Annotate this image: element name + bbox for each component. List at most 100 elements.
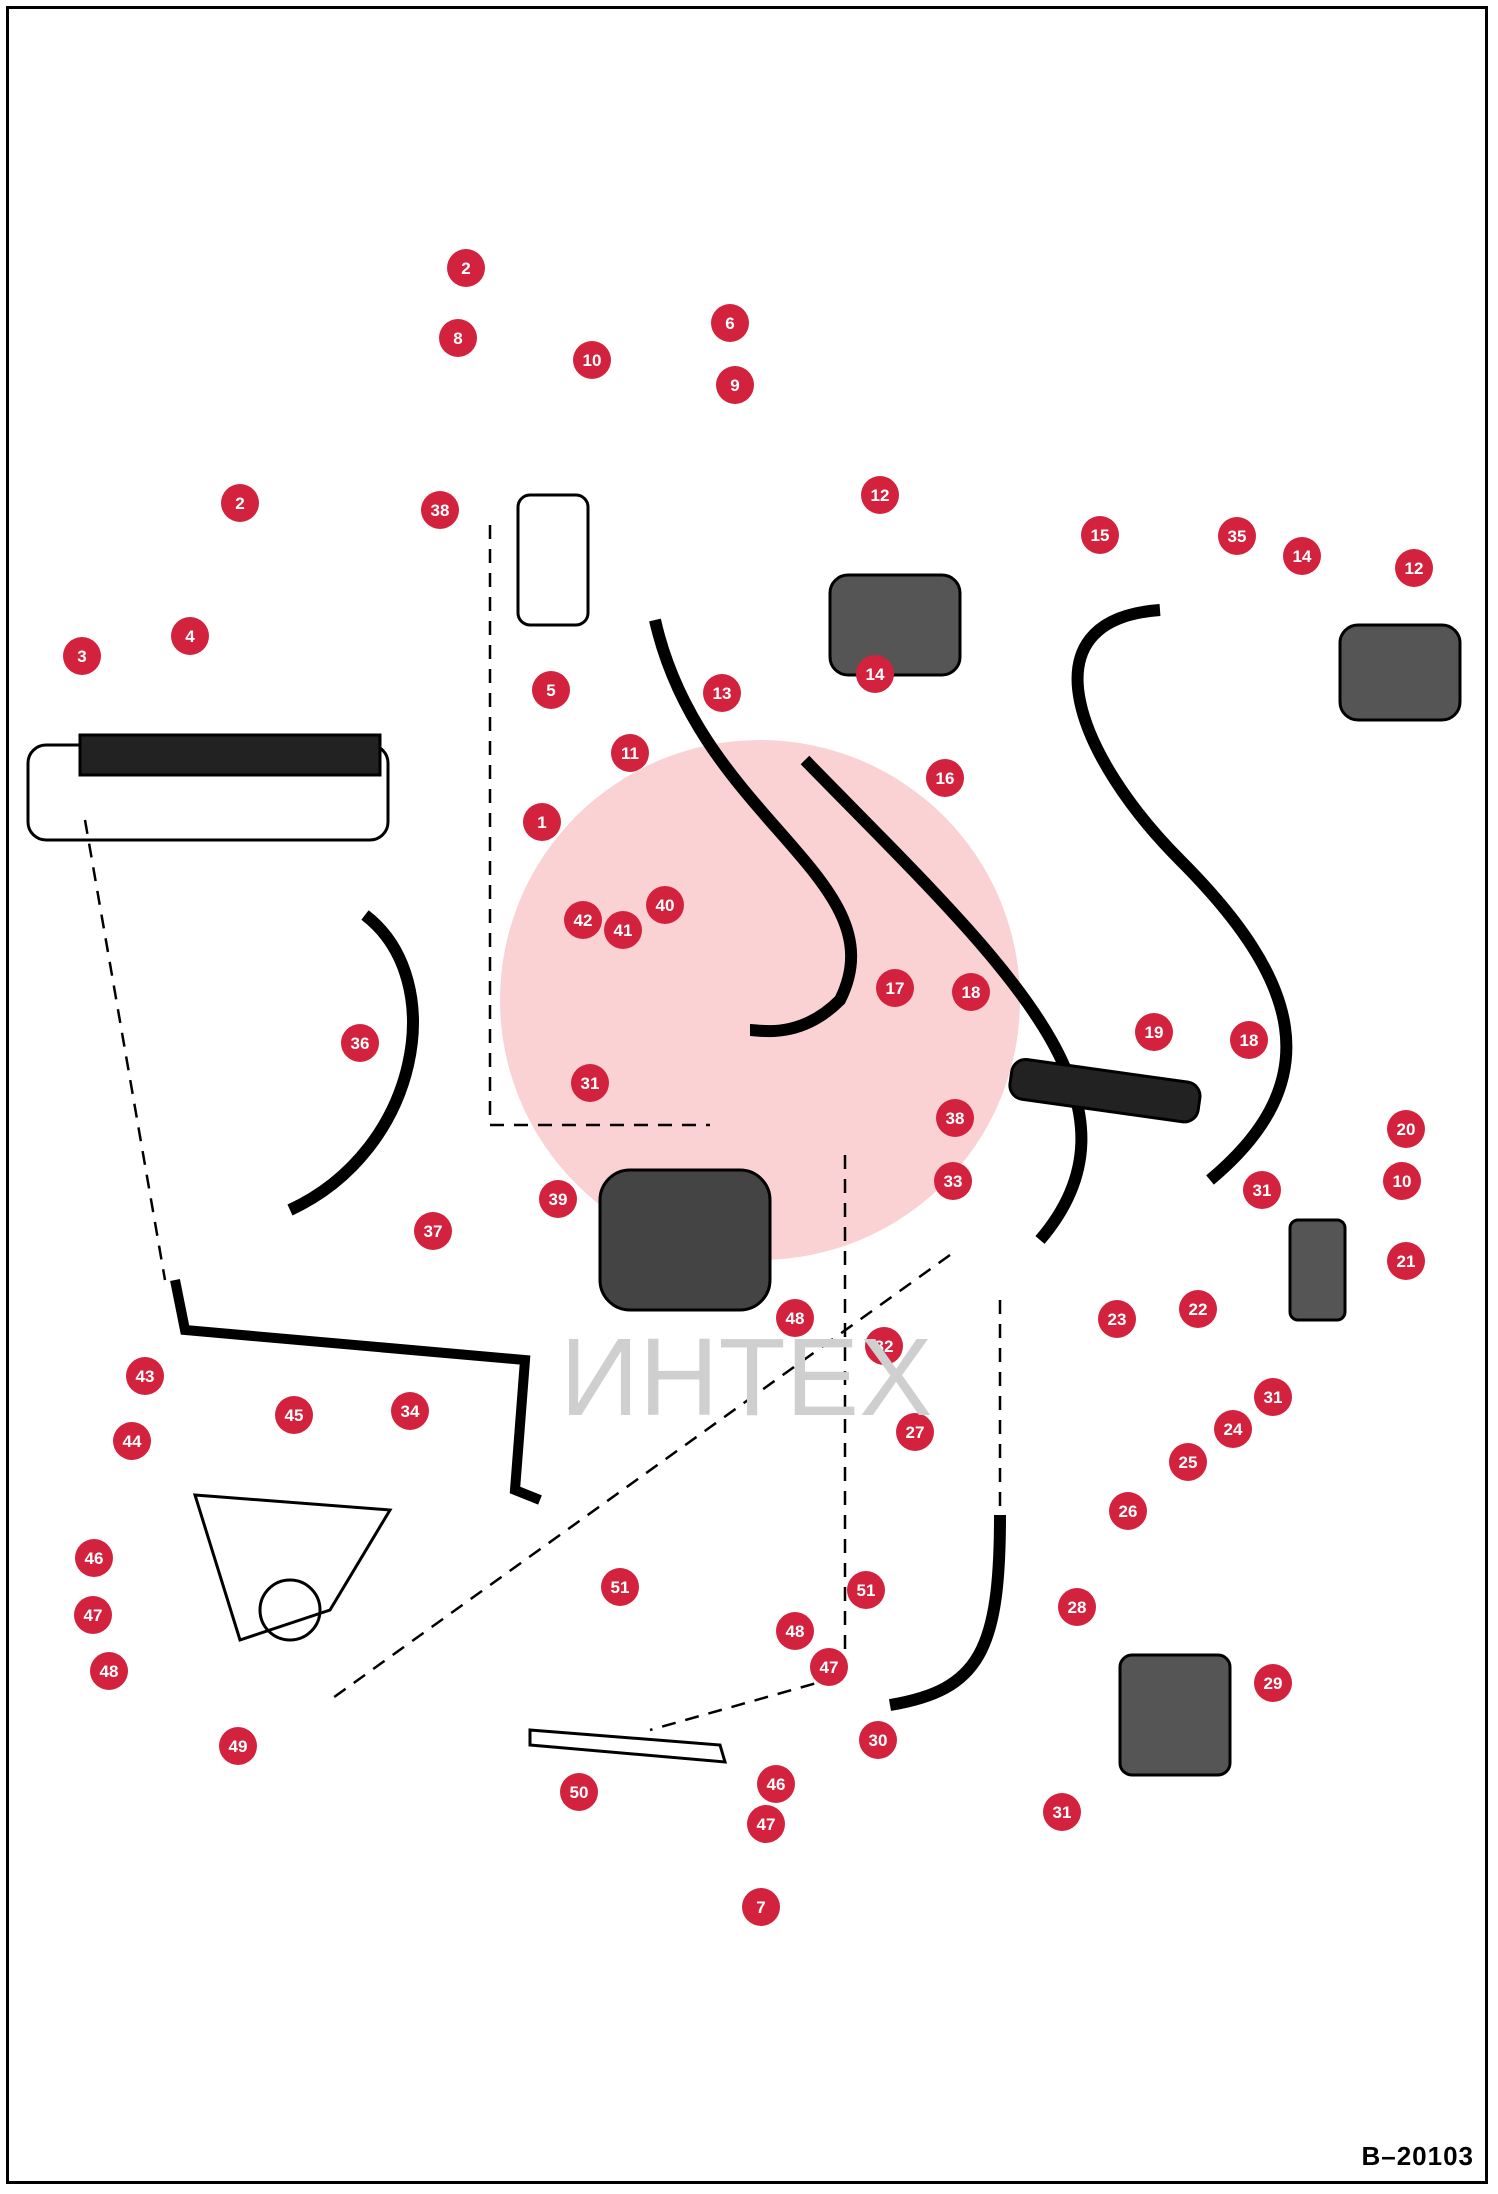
callout-number: 8 — [453, 329, 462, 348]
callout-23: 23 — [1098, 1300, 1136, 1338]
callout-2: 2 — [447, 249, 485, 287]
callout-number: 15 — [1091, 526, 1110, 545]
callout-badge — [113, 1422, 151, 1460]
callout-number: 47 — [757, 1815, 776, 1834]
callout-48: 48 — [90, 1652, 128, 1690]
callout-badge — [63, 637, 101, 675]
callout-badge — [646, 886, 684, 924]
callout-48: 48 — [776, 1299, 814, 1337]
callout-number: 31 — [1053, 1803, 1072, 1822]
callout-29: 29 — [1254, 1664, 1292, 1702]
callout-50: 50 — [560, 1773, 598, 1811]
callout-number: 18 — [1240, 1031, 1259, 1050]
callout-9: 9 — [716, 366, 754, 404]
callout-5: 5 — [532, 671, 570, 709]
callout-badge — [391, 1392, 429, 1430]
callout-number: 34 — [401, 1402, 420, 1421]
callout-badge — [1179, 1290, 1217, 1328]
callout-number: 27 — [906, 1423, 925, 1442]
callout-number: 38 — [946, 1109, 965, 1128]
callout-badge — [1081, 516, 1119, 554]
callout-17: 17 — [876, 969, 914, 1007]
callout-number: 40 — [656, 896, 675, 915]
callout-number: 20 — [1397, 1120, 1416, 1139]
bracket-45-hole — [258, 1578, 322, 1642]
filter-canister — [516, 493, 590, 627]
callout-badge — [747, 1805, 785, 1843]
callout-36: 36 — [341, 1024, 379, 1062]
callout-number: 1 — [537, 813, 546, 832]
callout-number: 25 — [1179, 1453, 1198, 1472]
callout-badge — [1254, 1378, 1292, 1416]
callout-number: 12 — [1405, 559, 1424, 578]
dash-link-3 — [649, 1155, 847, 1732]
watermark-text: ИНТЕХ — [560, 1316, 932, 1439]
callout-number: 50 — [570, 1783, 589, 1802]
dash-link-1 — [83, 819, 167, 1281]
callout-7: 7 — [742, 1888, 780, 1926]
callout-number: 51 — [611, 1578, 630, 1597]
callout-badge — [75, 1539, 113, 1577]
oil-cooler-core — [78, 733, 382, 777]
callout-37: 37 — [414, 1212, 452, 1250]
callout-badge — [776, 1612, 814, 1650]
dash-link-2 — [488, 525, 710, 1127]
callout-badge — [221, 484, 259, 522]
callout-number: 26 — [1119, 1502, 1138, 1521]
callout-31: 31 — [1043, 1793, 1081, 1831]
callout-badge — [716, 366, 754, 404]
callout-21: 21 — [1387, 1242, 1425, 1280]
callout-number: 14 — [1293, 547, 1312, 566]
callout-badge — [611, 734, 649, 772]
callout-22: 22 — [1179, 1290, 1217, 1328]
callout-46: 46 — [757, 1765, 795, 1803]
callout-badge — [1058, 1588, 1096, 1626]
callout-badge — [1098, 1300, 1136, 1338]
valve-block-21 — [1288, 1218, 1347, 1322]
bracket-45 — [192, 1493, 393, 1642]
callout-51: 51 — [847, 1571, 885, 1609]
hose-11 — [649, 618, 858, 1038]
callout-31: 31 — [1254, 1378, 1292, 1416]
callout-number: 14 — [866, 665, 885, 684]
callout-badge — [573, 341, 611, 379]
callout-badge — [926, 759, 964, 797]
callout-4: 4 — [171, 617, 209, 655]
callout-number: 31 — [1253, 1181, 1272, 1200]
callout-badge — [126, 1357, 164, 1395]
callout-badge — [742, 1888, 780, 1926]
callout-14: 14 — [1283, 537, 1321, 575]
main-pump — [598, 1168, 772, 1312]
callout-number: 23 — [1108, 1310, 1127, 1329]
callout-number: 11 — [621, 744, 639, 763]
callout-badge — [1387, 1242, 1425, 1280]
callout-number: 48 — [786, 1309, 805, 1328]
callout-number: 51 — [857, 1581, 876, 1600]
watermark-logo — [500, 740, 1020, 1260]
callout-number: 24 — [1224, 1420, 1243, 1439]
callout-number: 46 — [85, 1549, 104, 1568]
callout-2: 2 — [221, 484, 259, 522]
callout-badge — [1283, 537, 1321, 575]
callout-badge — [171, 617, 209, 655]
callout-24: 24 — [1214, 1410, 1252, 1448]
gear-pump-12b — [1338, 623, 1462, 722]
callout-badge — [601, 1568, 639, 1606]
callout-badge — [1214, 1410, 1252, 1448]
callout-number: 30 — [869, 1731, 888, 1750]
callout-number: 5 — [546, 681, 555, 700]
callout-16: 16 — [926, 759, 964, 797]
callout-47: 47 — [747, 1805, 785, 1843]
callout-badge — [810, 1648, 848, 1686]
callout-14: 14 — [856, 655, 894, 693]
callout-number: 43 — [136, 1367, 155, 1386]
callout-number: 48 — [100, 1662, 119, 1681]
tube-34 — [170, 1279, 542, 1505]
callout-6: 6 — [711, 304, 749, 342]
callout-number: 48 — [786, 1622, 805, 1641]
callout-39: 39 — [539, 1180, 577, 1218]
callout-35: 35 — [1218, 517, 1256, 555]
hose-15 — [1071, 604, 1293, 1185]
callout-badge — [865, 1327, 903, 1365]
